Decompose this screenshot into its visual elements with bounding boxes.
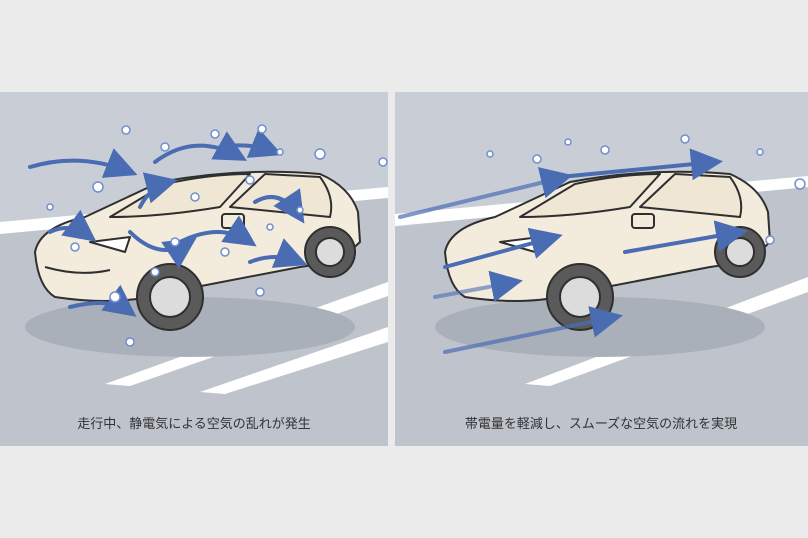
turbulent-airflow-illustration: 走行中、静電気による空気の乱れが発生	[0, 124, 388, 446]
static-particles	[46, 124, 388, 347]
left-panel-turbulent-airflow: 走行中、静電気による空気の乱れが発生	[0, 92, 388, 446]
car	[444, 170, 771, 331]
turbulent-airflow-arrows	[28, 128, 308, 317]
smooth-airflow-arrows	[398, 148, 748, 354]
right-caption: 帯電量を軽減し、スムーズな空気の流れを実現	[465, 416, 737, 432]
left-caption: 走行中、静電気による空気の乱れが発生	[77, 416, 311, 432]
lane-marking	[200, 327, 388, 394]
right-panel-smooth-airflow: 帯電量を軽減し、スムーズな空気の流れを実現	[395, 92, 808, 446]
static-particles	[486, 134, 806, 245]
smooth-airflow-illustration: 帯電量を軽減し、スムーズな空気の流れを実現	[395, 134, 808, 446]
